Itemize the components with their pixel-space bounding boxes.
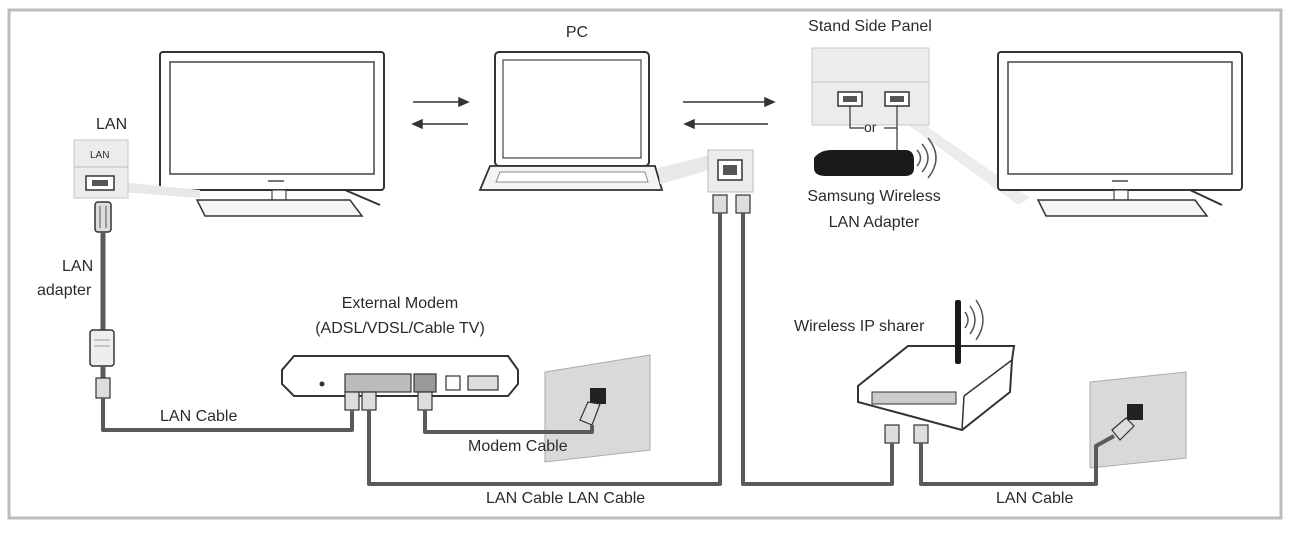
- samsung-wireless-adapter: [814, 137, 937, 179]
- lan-cable-center-label: LAN Cable LAN Cable: [486, 490, 646, 507]
- wall-jack-right: [1089, 371, 1187, 469]
- pc-laptop: [478, 51, 710, 191]
- diagram-frame: [7, 8, 1283, 520]
- tv-right: [997, 51, 1243, 217]
- external-modem-label-line1: External Modem: [341, 295, 459, 312]
- samsung-adapter-label-line2: LAN Adapter: [828, 214, 920, 231]
- modem-cable-label: Modem Cable: [468, 438, 568, 455]
- wireless-ip-sharer: [857, 299, 1016, 444]
- lan-adapter-label-line2: adapter: [37, 282, 92, 299]
- lan-port-callout: [73, 139, 200, 199]
- or-label: or: [864, 119, 877, 135]
- lan-adapter-dongle: [89, 201, 115, 399]
- tv-left: [159, 51, 385, 217]
- lan-cable-right-label: LAN Cable: [996, 490, 1074, 507]
- samsung-adapter-label-line1: Samsung Wireless: [807, 188, 941, 205]
- stand-side-panel-label: Stand Side Panel: [808, 18, 932, 35]
- external-modem-label-line2: (ADSL/VDSL/Cable TV): [315, 320, 485, 337]
- external-modem: [281, 355, 519, 411]
- pc-label: PC: [565, 24, 589, 41]
- arrows-pc-tv: [683, 96, 776, 130]
- lan-port-text: LAN: [90, 150, 110, 161]
- pc-lan-port-callout: [707, 149, 754, 214]
- cables: [101, 213, 1115, 486]
- lan-top-label: LAN: [96, 116, 128, 133]
- arrows-tv-pc: [411, 96, 470, 130]
- lan-adapter-label-line1: LAN: [62, 258, 94, 275]
- wireless-ip-sharer-label: Wireless IP sharer: [794, 318, 925, 335]
- lan-cable-left-label: LAN Cable: [160, 408, 238, 425]
